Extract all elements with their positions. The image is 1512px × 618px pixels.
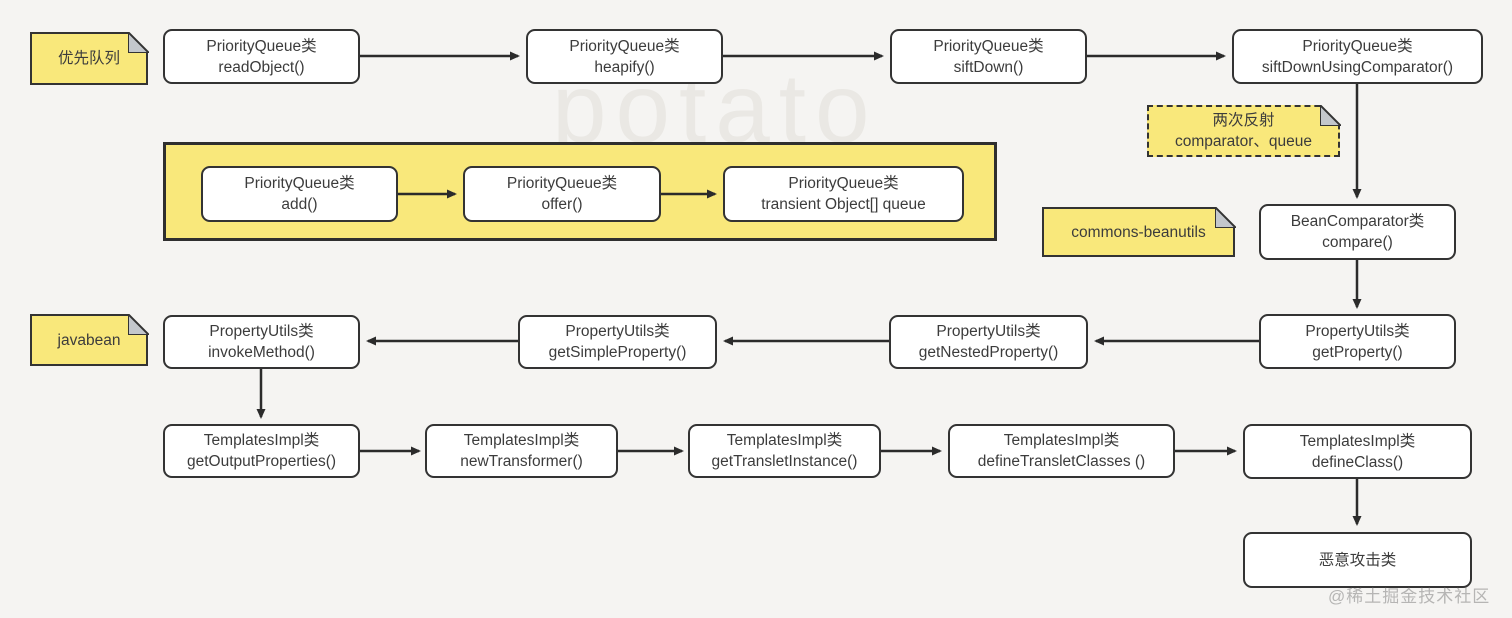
node-class-name: 恶意攻击类 [1318,551,1397,569]
fold-corner-icon [127,313,149,335]
node-class-name: BeanComparator类 [1290,213,1425,230]
node-transient-queue: PriorityQueue类 transient Object[] queue [723,166,964,222]
node-malicious-class: 恶意攻击类 [1243,532,1472,588]
node-heapify: PriorityQueue类 heapify() [526,29,723,84]
fold-corner-icon [1214,206,1236,228]
fold-corner-icon [1319,104,1341,126]
node-method-name: add() [281,196,318,213]
node-getOutputProperties: TemplatesImpl类 getOutputProperties() [163,424,360,478]
node-class-name: TemplatesImpl类 [726,432,843,449]
node-siftDown: PriorityQueue类 siftDown() [890,29,1087,84]
node-method-name: offer() [541,196,583,213]
sticky-note-double-reflection: 两次反射 comparator、queue [1147,104,1341,157]
node-invokeMethod: PropertyUtils类 invokeMethod() [163,315,360,369]
node-class-name: PriorityQueue类 [788,175,899,192]
node-method-name: getOutputProperties() [186,453,337,470]
node-method-name: newTransformer() [460,453,583,470]
node-class-name: PropertyUtils类 [936,323,1041,340]
sticky-label: 优先队列 [57,50,120,67]
node-siftDownUsingComparator: PriorityQueue类 siftDownUsingComparator() [1232,29,1483,84]
node-method-name: invokeMethod() [208,344,315,361]
node-method-name: readObject() [218,58,305,76]
node-offer: PriorityQueue类 offer() [463,166,661,222]
node-getNestedProperty: PropertyUtils类 getNestedProperty() [889,315,1088,369]
node-getSimpleProperty: PropertyUtils类 getSimpleProperty() [518,315,717,369]
node-method-name: siftDown() [953,58,1024,76]
sticky-label: commons-beanutils [1071,223,1206,241]
node-readObject: PriorityQueue类 readObject() [163,29,360,84]
node-class-name: PriorityQueue类 [506,175,618,192]
fold-corner-icon [127,31,149,53]
sticky-line1: 两次反射 [1212,112,1275,129]
node-class-name: TemplatesImpl类 [1003,432,1120,449]
node-method-name: heapify() [594,58,655,76]
node-class-name: PriorityQueue类 [1302,37,1413,55]
node-method-name: siftDownUsingComparator() [1261,58,1454,76]
sticky-label: javabean [57,331,121,349]
node-method-name: defineClass() [1311,453,1404,471]
node-defineClass: TemplatesImpl类 defineClass() [1243,424,1472,479]
node-class-name: TemplatesImpl类 [203,432,320,449]
node-class-name: PropertyUtils类 [1305,322,1410,340]
node-newTransformer: TemplatesImpl类 newTransformer() [425,424,618,478]
credit-watermark: @稀土掘金技术社区 [1328,587,1491,606]
node-class-name: TemplatesImpl类 [463,432,580,449]
node-method-name: transient Object[] queue [761,196,926,213]
node-class-name: PriorityQueue类 [244,175,355,192]
node-class-name: PriorityQueue类 [569,37,680,55]
node-class-name: PriorityQueue类 [933,37,1044,55]
sticky-line2: comparator、queue [1175,133,1312,150]
sticky-note-commons-beanutils: commons-beanutils [1042,206,1236,257]
node-class-name: PriorityQueue类 [206,37,317,55]
node-class-name: PropertyUtils类 [565,323,670,340]
node-defineTransletClasses: TemplatesImpl类 defineTransletClasses () [948,424,1175,478]
node-add: PriorityQueue类 add() [201,166,398,222]
node-method-name: getNestedProperty() [918,344,1059,361]
node-class-name: TemplatesImpl类 [1299,432,1416,450]
sticky-note-javabean: javabean [30,313,149,366]
node-method-name: getSimpleProperty() [548,344,687,361]
sticky-note-priority-queue: 优先队列 [30,31,149,85]
node-class-name: PropertyUtils类 [209,323,314,340]
node-method-name: getProperty() [1312,343,1403,361]
node-getProperty: PropertyUtils类 getProperty() [1259,314,1456,369]
node-getTransletInstance: TemplatesImpl类 getTransletInstance() [688,424,881,478]
node-method-name: defineTransletClasses () [977,453,1146,470]
node-method-name: compare() [1322,234,1393,251]
node-compare: BeanComparator类 compare() [1259,204,1456,260]
node-method-name: getTransletInstance() [711,453,858,470]
